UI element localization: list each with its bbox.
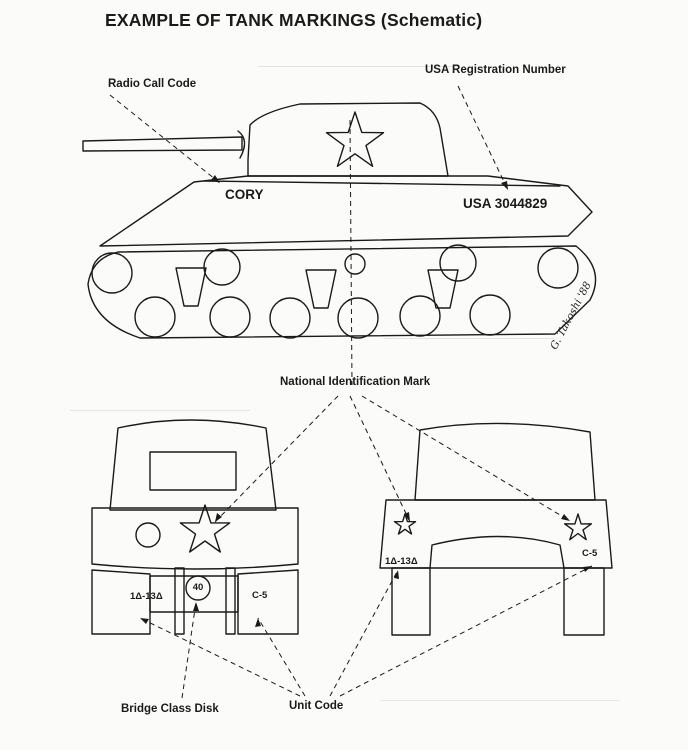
- call-sign-marking: CORY: [225, 187, 264, 202]
- label-usa-registration-number: USA Registration Number: [425, 64, 566, 76]
- leader-bridge-class: [181, 601, 197, 699]
- bleed-through-line: [384, 338, 554, 345]
- front-right-track: [237, 569, 299, 635]
- front-headlight: [135, 522, 161, 548]
- star-rear-left: [393, 513, 417, 535]
- leader-nim-rear-left: [349, 395, 411, 523]
- unit-code-front-left: 1Δ-13Δ: [130, 591, 163, 602]
- leader-nim-side: [349, 119, 353, 386]
- arrowheads: [140, 175, 592, 627]
- leader-unit-code-4: [339, 565, 593, 697]
- road-wheel: [399, 295, 441, 337]
- unit-code-front-right: C-5: [252, 590, 268, 601]
- hull-upper: [99, 175, 593, 247]
- road-wheel: [209, 296, 251, 338]
- leader-registration: [457, 85, 509, 191]
- rear-hull: [379, 499, 613, 569]
- leader-radio-call-code: [109, 94, 221, 184]
- registration-marking: USA 3044829: [463, 196, 548, 211]
- bogie: [175, 267, 207, 307]
- return-roller: [91, 252, 133, 294]
- leader-nim-front: [214, 395, 339, 523]
- leader-unit-code-2: [257, 617, 306, 697]
- leader-unit-code-3: [329, 569, 399, 697]
- front-turret: [109, 419, 277, 511]
- star-rear-right: [563, 513, 593, 541]
- leader-unit-code-1: [139, 617, 301, 697]
- rear-right-track: [563, 567, 605, 636]
- bridge-class-value: 40: [192, 582, 204, 593]
- label-unit-code: Unit Code: [289, 700, 344, 712]
- unit-code-rear-right: C-5: [582, 548, 598, 559]
- gun-mantlet: [237, 130, 246, 159]
- bleed-through-line: [258, 66, 458, 73]
- return-roller: [439, 244, 477, 282]
- leader-lines: [109, 85, 593, 699]
- bogie: [427, 269, 459, 309]
- return-roller: [344, 253, 366, 275]
- bleed-through-line: [380, 700, 620, 707]
- road-wheel: [469, 294, 511, 336]
- rear-turret: [414, 422, 596, 501]
- page-title: EXAMPLE OF TANK MARKINGS (Schematic): [105, 10, 483, 30]
- rear-deck-cutout: [429, 535, 565, 569]
- unit-code-rear-left: 1Δ-13Δ: [385, 556, 418, 567]
- leader-nim-rear-right: [361, 395, 571, 522]
- return-roller: [203, 248, 241, 286]
- star-side: [325, 111, 385, 167]
- tank-front-view: [91, 419, 299, 635]
- front-left-track: [91, 569, 151, 635]
- turret: [247, 102, 449, 177]
- road-wheel: [337, 297, 379, 339]
- track: [87, 245, 597, 339]
- tank-rear-view: [379, 422, 613, 636]
- road-wheel: [269, 297, 311, 339]
- label-radio-call-code: Radio Call Code: [108, 78, 197, 90]
- tow-bar: [174, 567, 185, 635]
- front-hatch: [149, 451, 237, 491]
- bridge-class-disk-shape: [185, 575, 211, 601]
- bogie: [305, 269, 337, 309]
- tow-bar: [225, 567, 236, 635]
- star-front: [179, 504, 231, 553]
- rear-left-track: [391, 567, 431, 636]
- return-roller: [537, 247, 579, 289]
- road-wheel: [134, 296, 176, 338]
- gun-barrel: [82, 136, 243, 152]
- label-bridge-class-disk: Bridge Class Disk: [121, 703, 219, 715]
- label-national-identification-mark: National Identification Mark: [280, 376, 431, 388]
- tank-side-view: [82, 102, 597, 339]
- front-hull: [91, 507, 299, 570]
- bleed-through-line: [70, 410, 250, 417]
- front-lower-plate: [149, 575, 239, 613]
